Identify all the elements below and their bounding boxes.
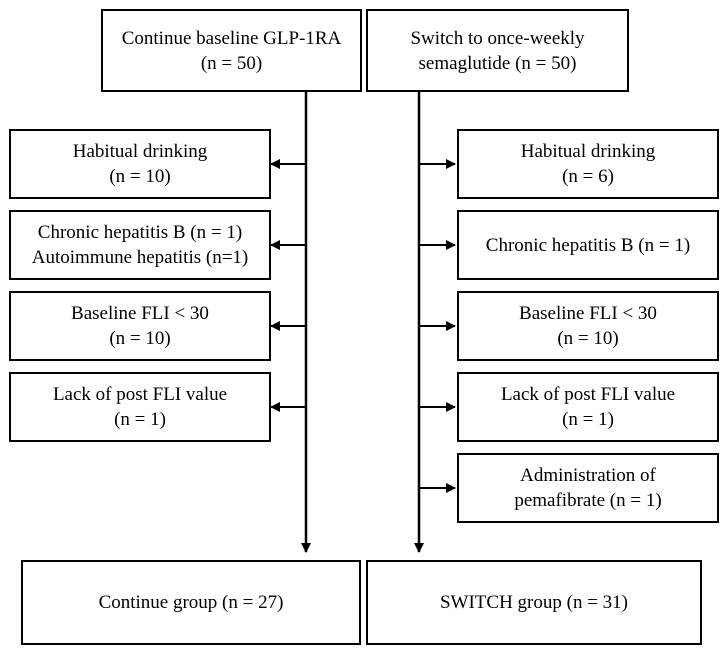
right-exclusion-line1: Lack of post FLI value bbox=[500, 384, 676, 405]
right-start-line2: semaglutide (n = 50) bbox=[418, 52, 577, 74]
right-exclusion-line2: (n = 1) bbox=[562, 409, 614, 430]
right-exclusion-line1: Chronic hepatitis B (n = 1) bbox=[485, 234, 691, 256]
right-exclusion-box-pemafibrate: Administration of pemafibrate (n = 1) bbox=[457, 453, 719, 523]
right-exclusion-line1: Baseline FLI < 30 bbox=[519, 303, 657, 324]
left-exclusion-box-baseline-fli: Baseline FLI < 30 (n = 10) bbox=[9, 291, 271, 361]
continue-group-box: Continue group (n = 27) bbox=[21, 560, 361, 645]
right-exclusion-line1: Administration of bbox=[520, 465, 656, 486]
left-exclusion-box-hepatitis: Chronic hepatitis B (n = 1) Autoimmune h… bbox=[9, 210, 271, 280]
left-exclusion-line1: Habitual drinking bbox=[72, 141, 208, 162]
right-exclusion-box-drinking: Habitual drinking (n = 6) bbox=[457, 129, 719, 199]
right-exclusion-box-post-fli: Lack of post FLI value (n = 1) bbox=[457, 372, 719, 442]
right-start-box: Switch to once-weekly semaglutide (n = 5… bbox=[366, 9, 629, 92]
left-exclusion-line2: (n = 10) bbox=[109, 328, 171, 349]
left-start-line1: Continue baseline GLP-1RA bbox=[121, 27, 342, 49]
left-exclusion-line1: Lack of post FLI value bbox=[52, 384, 228, 405]
left-exclusion-line1: Chronic hepatitis B (n = 1) bbox=[37, 222, 243, 243]
left-start-line2: (n = 50) bbox=[200, 52, 263, 74]
switch-group-box: SWITCH group (n = 31) bbox=[366, 560, 702, 645]
left-exclusion-box-post-fli: Lack of post FLI value (n = 1) bbox=[9, 372, 271, 442]
left-exclusion-line2: (n = 10) bbox=[109, 166, 171, 187]
right-start-line1: Switch to once-weekly bbox=[410, 27, 585, 49]
right-exclusion-line2: pemafibrate (n = 1) bbox=[514, 490, 662, 511]
left-exclusion-line2: (n = 1) bbox=[114, 409, 166, 430]
switch-group-label: SWITCH group (n = 31) bbox=[439, 592, 629, 613]
left-exclusion-line2: Autoimmune hepatitis (n=1) bbox=[31, 247, 249, 268]
left-exclusion-line1: Baseline FLI < 30 bbox=[71, 303, 209, 324]
left-start-box: Continue baseline GLP-1RA (n = 50) bbox=[101, 9, 362, 92]
right-exclusion-line2: (n = 6) bbox=[562, 166, 614, 187]
right-exclusion-box-hepatitis: Chronic hepatitis B (n = 1) bbox=[457, 210, 719, 280]
right-exclusion-line1: Habitual drinking bbox=[520, 141, 656, 162]
continue-group-label: Continue group (n = 27) bbox=[98, 592, 284, 613]
right-exclusion-line2: (n = 10) bbox=[557, 328, 619, 349]
left-exclusion-box-drinking: Habitual drinking (n = 10) bbox=[9, 129, 271, 199]
right-exclusion-box-baseline-fli: Baseline FLI < 30 (n = 10) bbox=[457, 291, 719, 361]
